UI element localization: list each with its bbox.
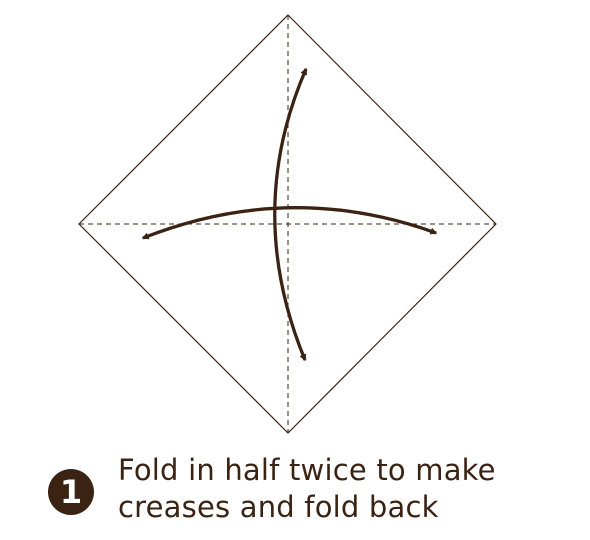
- step-instruction-text: Fold in half twice to make creases and f…: [118, 452, 568, 526]
- vertical-fold-arrow: [273, 67, 308, 362]
- step-instruction: 1 Fold in half twice to make creases and…: [48, 452, 568, 532]
- instruction-line-1: Fold in half twice to make: [118, 453, 496, 487]
- instruction-line-2: creases and fold back: [118, 490, 439, 524]
- horizontal-fold-arrow: [141, 206, 438, 240]
- step-number-badge: 1: [48, 469, 94, 515]
